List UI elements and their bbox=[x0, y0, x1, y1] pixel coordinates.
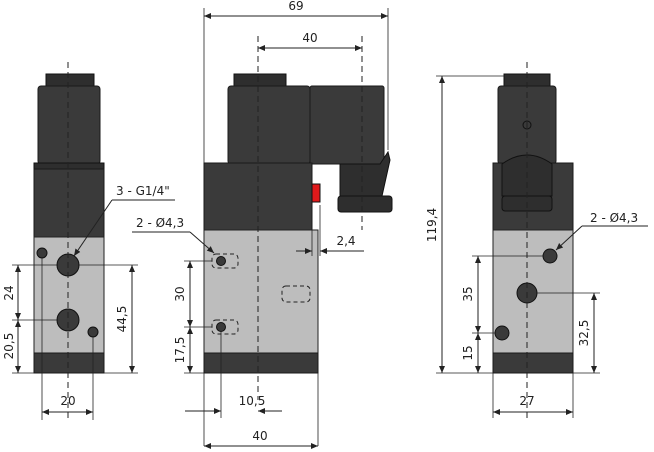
dim-17-5: 17,5 bbox=[173, 337, 187, 364]
middle-dimensions: 69 40 2 - Ø4,3 30 17,5 10,5 40 2,4 bbox=[132, 0, 389, 449]
right-hole-top bbox=[542, 248, 558, 264]
dim-20-5: 20,5 bbox=[2, 333, 16, 360]
mid-connector bbox=[309, 85, 385, 165]
dim-44-5: 44,5 bbox=[115, 306, 129, 333]
left-head bbox=[33, 168, 105, 238]
left-coil bbox=[37, 85, 101, 165]
mid-indicator bbox=[311, 183, 321, 203]
dim-20: 20 bbox=[60, 394, 75, 408]
left-coil-base bbox=[33, 162, 105, 170]
mid-holes-callout: 2 - Ø4,3 bbox=[136, 216, 184, 230]
right-base bbox=[492, 352, 574, 374]
dim-30: 30 bbox=[173, 286, 187, 301]
thread-callout: 3 - G1/4" bbox=[116, 184, 170, 198]
dim-32-5: 32,5 bbox=[577, 320, 591, 347]
dim-40-bottom: 40 bbox=[252, 429, 267, 443]
dim-27: 27 bbox=[519, 394, 534, 408]
mid-coil bbox=[227, 85, 311, 165]
dim-10-5: 10,5 bbox=[239, 394, 266, 408]
left-small-hole-bottom bbox=[87, 326, 99, 338]
dim-69: 69 bbox=[288, 0, 303, 13]
right-view bbox=[492, 62, 574, 420]
mid-hole-top bbox=[216, 256, 226, 266]
left-base bbox=[33, 352, 105, 374]
left-view bbox=[33, 62, 105, 420]
right-holes-callout: 2 - Ø4,3 bbox=[590, 211, 638, 225]
mid-hole-bottom bbox=[216, 322, 226, 332]
dim-40-top: 40 bbox=[302, 31, 317, 45]
left-small-hole-top bbox=[36, 247, 48, 259]
dim-119-4: 119,4 bbox=[425, 208, 439, 242]
dim-2-4: 2,4 bbox=[336, 234, 355, 248]
mid-base bbox=[203, 352, 319, 374]
left-dimensions: 24 20,5 44,5 20 3 - G1/4" bbox=[2, 184, 175, 420]
right-dimensions: 119,4 35 15 32,5 27 2 - Ø4,3 bbox=[425, 75, 648, 418]
right-hole-bottom bbox=[494, 325, 510, 341]
dim-35: 35 bbox=[461, 286, 475, 301]
middle-view bbox=[203, 36, 393, 400]
dim-24: 24 bbox=[2, 285, 16, 300]
mid-cable-gland bbox=[337, 195, 393, 213]
dim-15: 15 bbox=[461, 345, 475, 360]
